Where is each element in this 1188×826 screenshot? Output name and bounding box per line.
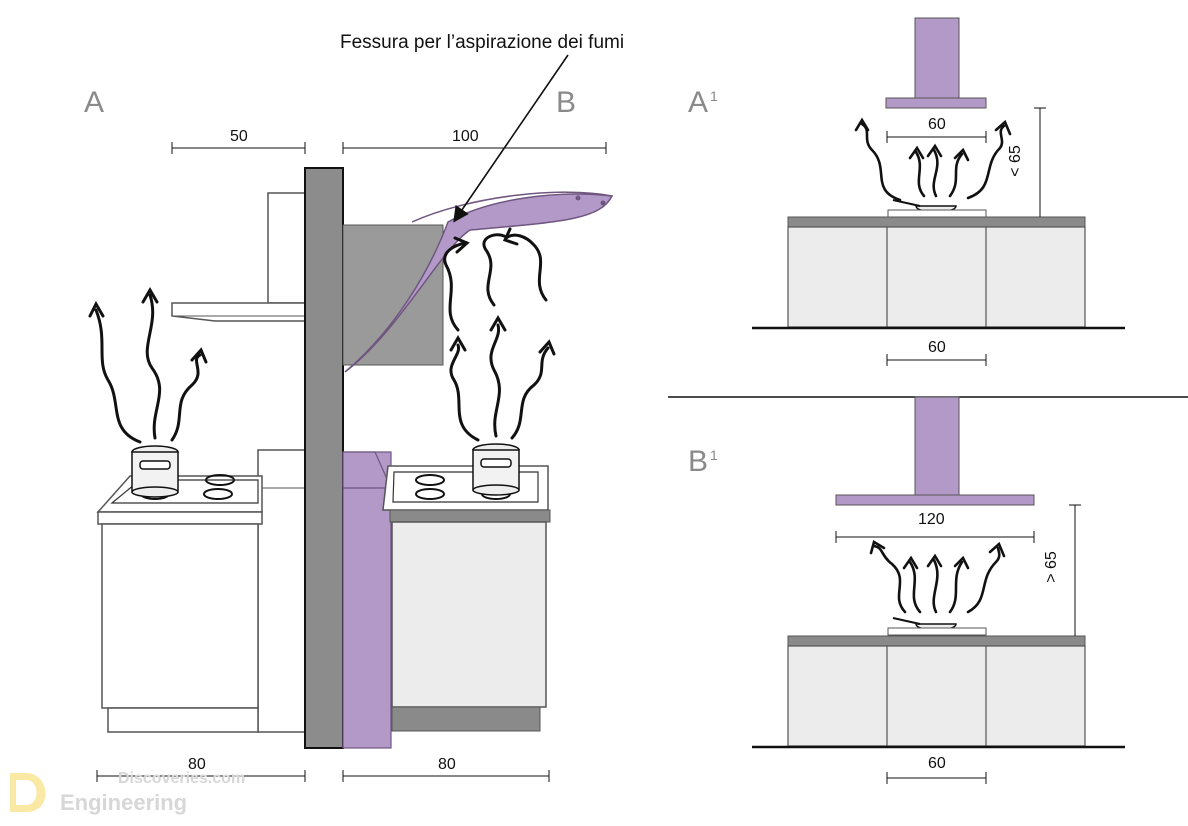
steam-a — [88, 287, 208, 444]
section-label-a: A — [84, 86, 105, 119]
dim-b-base-depth: 80 — [438, 756, 456, 773]
section-a-drawing — [88, 192, 309, 733]
counter-a — [97, 511, 263, 525]
a1-hood-chimney — [914, 17, 960, 99]
partition-wall — [304, 167, 344, 749]
section-label-b: B — [556, 86, 577, 119]
pot-b — [472, 443, 520, 496]
a1-counter — [787, 216, 1086, 228]
dim-b-hood-depth: 100 — [452, 128, 479, 145]
section-b1-drawing — [752, 396, 1125, 784]
hood-b-body — [342, 224, 444, 366]
purple-column — [342, 451, 392, 749]
callout-label: Fessura per l’aspirazione dei fumi — [340, 32, 625, 53]
b1-hood-canopy — [835, 494, 1035, 506]
dim-a1-base-width: 60 — [928, 339, 946, 356]
dim-a-hood-depth: 50 — [230, 128, 248, 145]
section-label-a1-sup: 1 — [710, 88, 718, 104]
section-label-b1-sup: 1 — [710, 447, 718, 463]
section-label-a1-main: A — [688, 86, 709, 119]
watermark-line2: Engineering — [60, 790, 188, 815]
side-cabinet-a — [257, 449, 309, 733]
dim-b1-height: > 65 — [1042, 551, 1060, 583]
base-cabinet-a — [101, 523, 259, 709]
plinth-b — [391, 706, 541, 732]
b1-cabinet — [787, 645, 1086, 747]
section-b-drawing — [342, 191, 614, 749]
dim-b1-hood-width: 120 — [918, 511, 945, 528]
dim-a1-hood-width: 60 — [928, 116, 946, 133]
hood-a-chimney — [267, 192, 309, 304]
a1-cabinet — [787, 226, 1086, 328]
dim-b1-base-width: 60 — [928, 755, 946, 772]
counter-b — [389, 509, 551, 523]
hood-a-canopy — [171, 302, 306, 322]
a1-hood-canopy — [885, 97, 987, 109]
pot-a — [131, 445, 179, 498]
b1-counter — [787, 635, 1086, 647]
steam-b — [443, 227, 556, 442]
section-a1-drawing — [752, 17, 1125, 366]
section-label-b1-main: B — [688, 445, 709, 478]
dim-a-base-depth: 80 — [188, 756, 206, 773]
callout-arrow — [453, 54, 569, 223]
watermark-logo — [10, 773, 46, 812]
b1-hood-chimney — [914, 396, 960, 496]
base-cabinet-b — [391, 521, 547, 708]
dim-lines-left — [96, 142, 607, 782]
plinth-a — [107, 707, 259, 733]
dim-a1-height: < 65 — [1006, 145, 1024, 177]
watermark-line1: Discoveries.com — [118, 770, 246, 787]
